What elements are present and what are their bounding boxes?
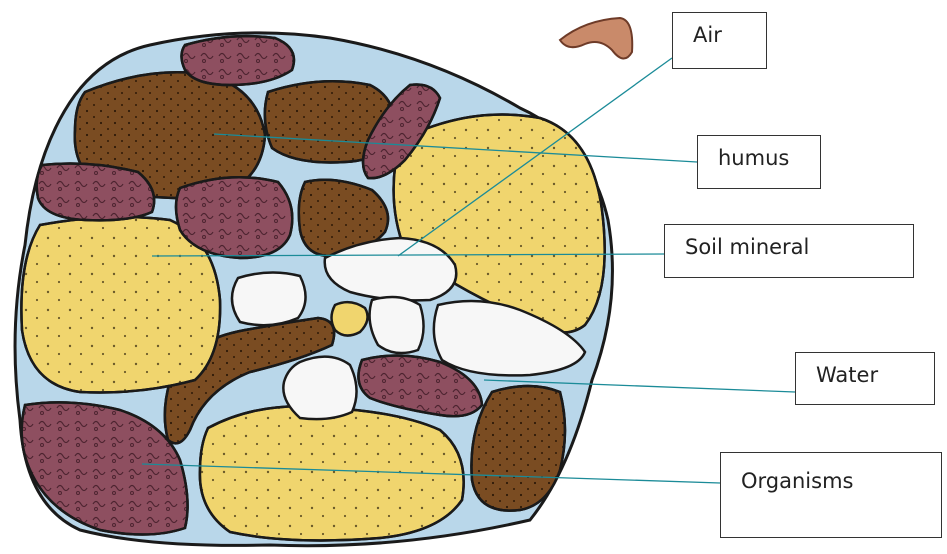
label-soil-mineral: Soil mineral	[664, 224, 914, 278]
label-humus: humus	[697, 135, 821, 189]
label-water: Water	[795, 352, 935, 405]
label-organisms: Organisms	[720, 452, 942, 538]
earthworm-icon	[560, 18, 632, 59]
label-air: Air	[672, 12, 767, 69]
